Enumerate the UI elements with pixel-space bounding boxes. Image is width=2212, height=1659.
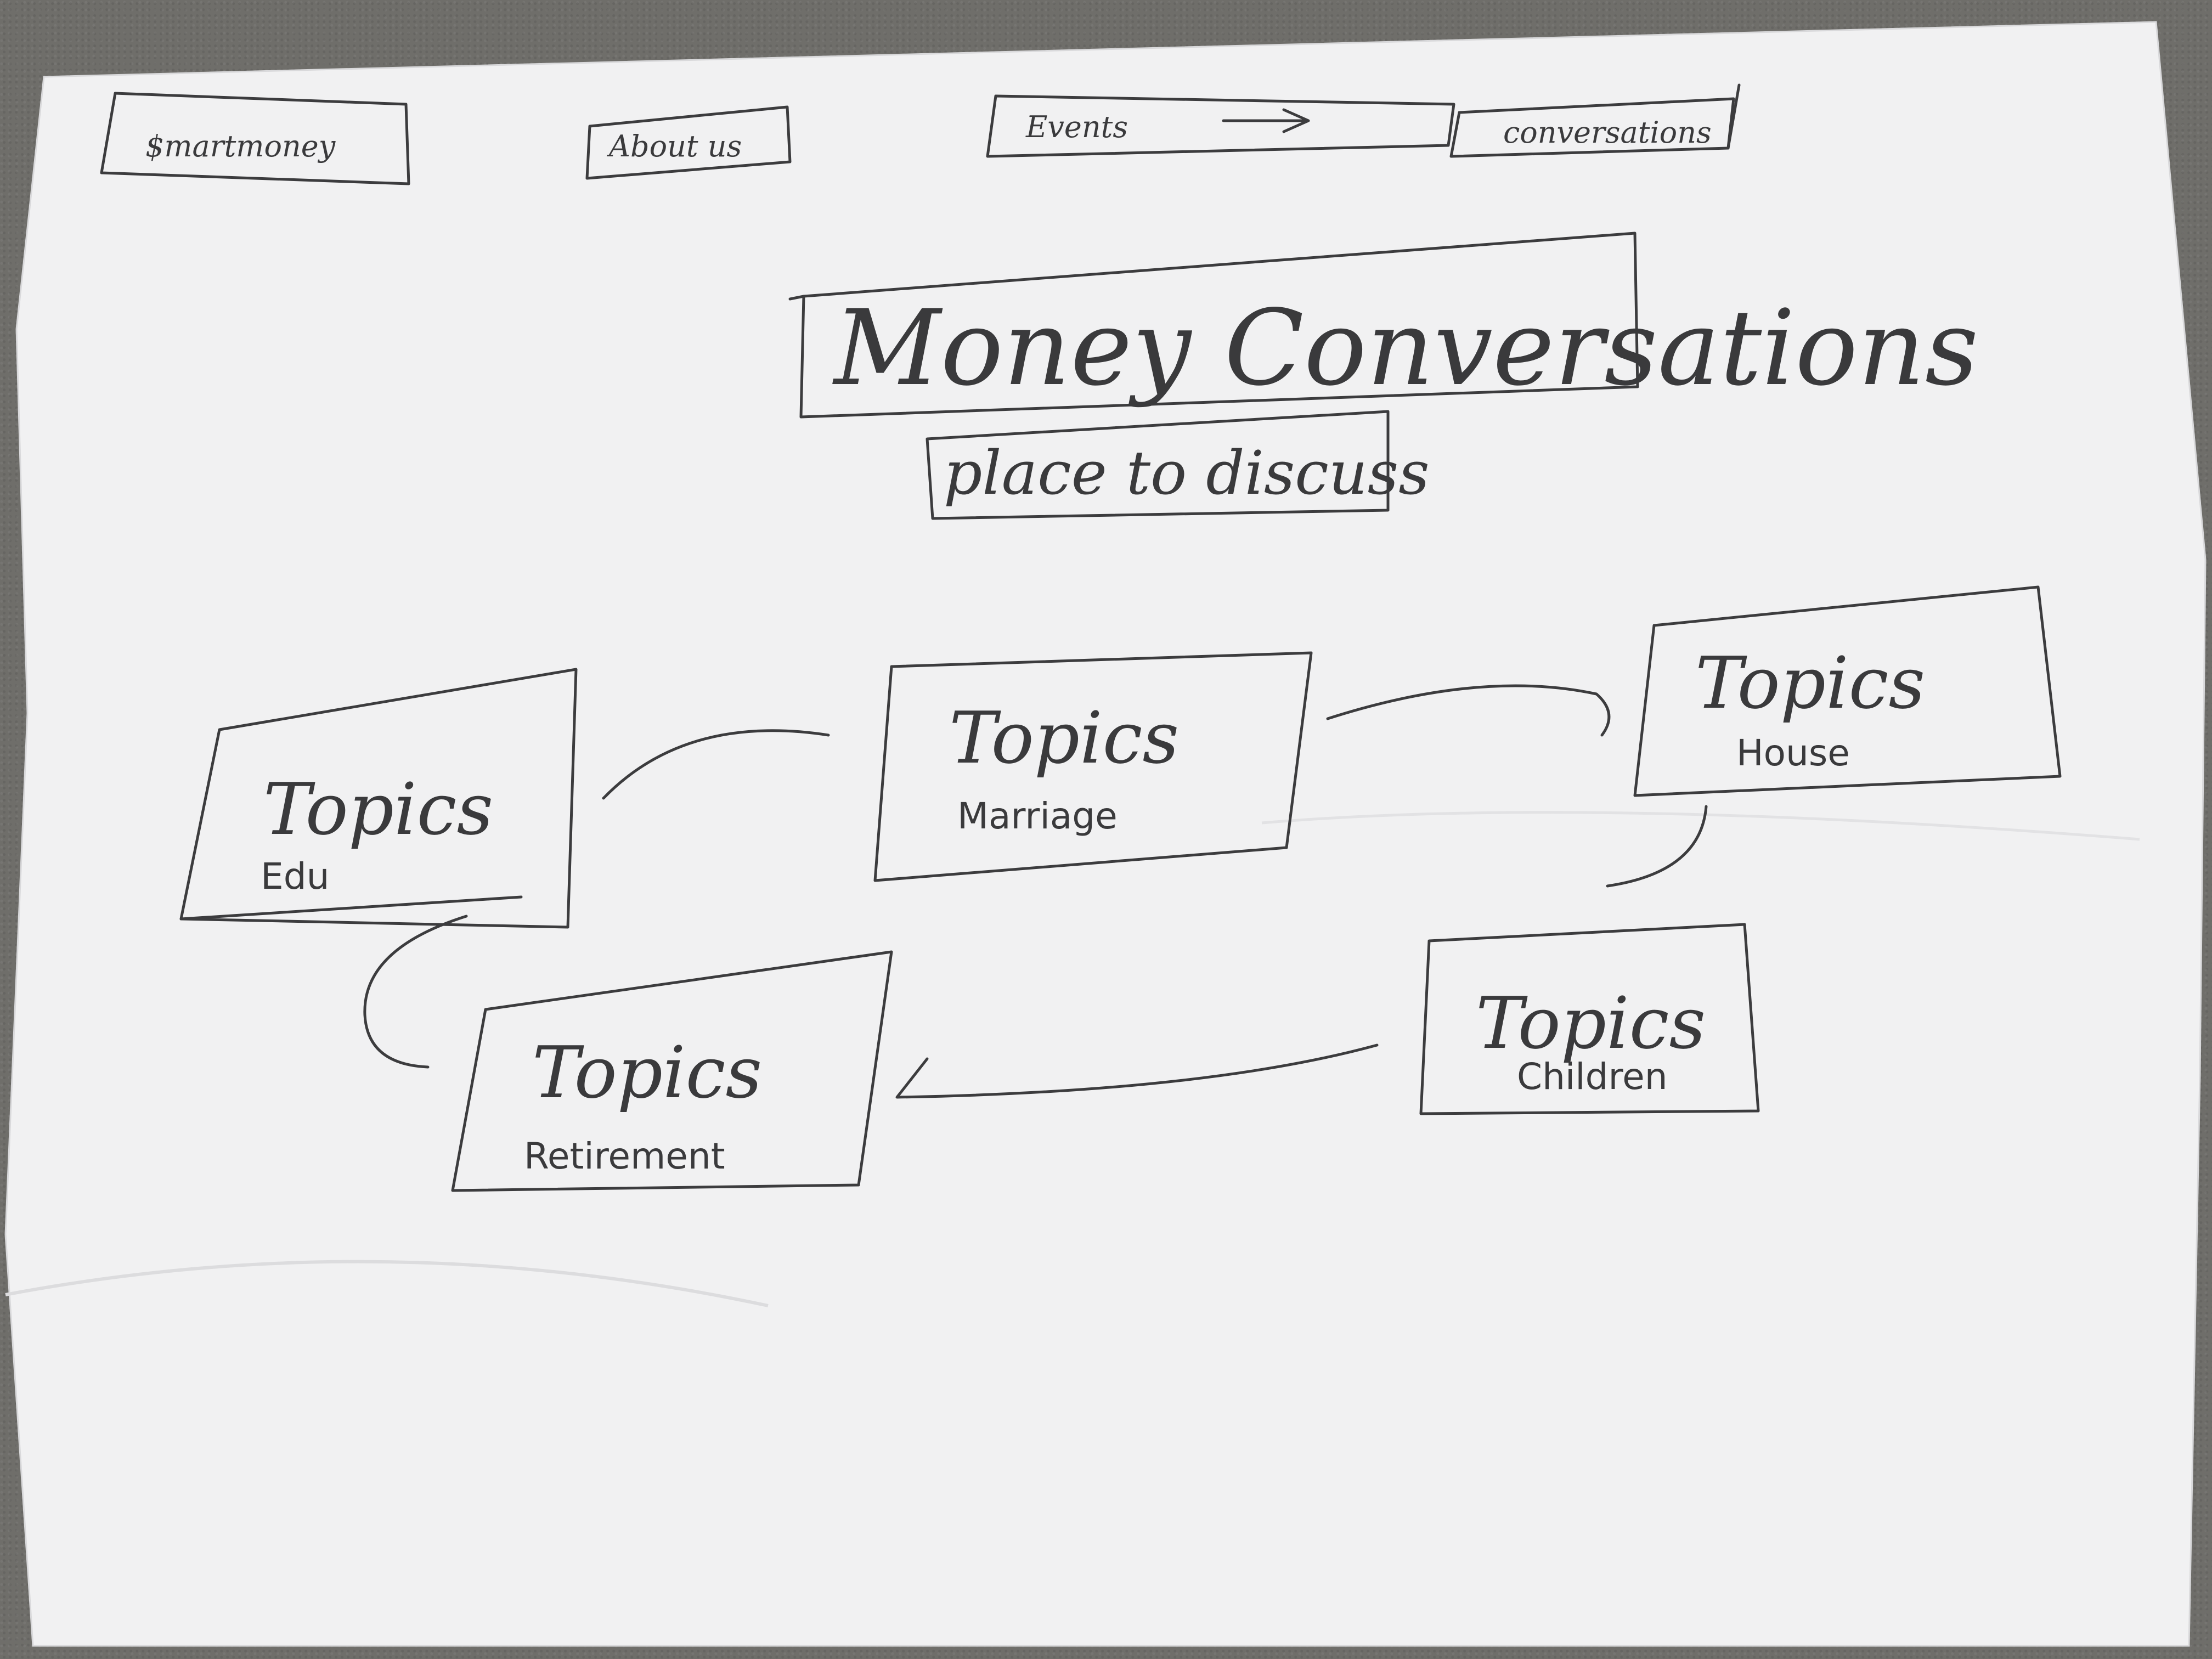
paper-crease bbox=[1261, 811, 2140, 841]
topic-heading: Topics bbox=[1695, 641, 1925, 725]
connector-edu-marriage bbox=[602, 729, 830, 800]
nav-item-about-us[interactable]: About us bbox=[585, 105, 792, 180]
hero-title-box: Money Conversations bbox=[788, 232, 1978, 419]
nav-item-conversations[interactable]: conversations bbox=[1449, 83, 1741, 158]
page-title: Money Conversations bbox=[832, 287, 1978, 409]
paper-sheet bbox=[4, 21, 2207, 1647]
nav-label: $martmoney bbox=[145, 129, 336, 163]
connector-edu-retirement bbox=[363, 915, 468, 1069]
subtitle-box: place to discuss bbox=[926, 410, 1430, 520]
nav-label: Events bbox=[1025, 110, 1128, 144]
topic-card-marriage[interactable]: Topics Marriage bbox=[873, 651, 1313, 882]
topic-label: House bbox=[1736, 732, 1850, 774]
topic-card-house[interactable]: Topics House bbox=[1633, 585, 2062, 797]
topic-card-edu[interactable]: Topics Edu bbox=[179, 668, 578, 929]
topic-heading: Topics bbox=[532, 1031, 762, 1114]
arrow-right-icon bbox=[1222, 108, 1310, 133]
topic-card-children[interactable]: Topics Children bbox=[1419, 923, 1760, 1115]
nav-item-events[interactable]: Events bbox=[986, 94, 1455, 158]
connector-house-children bbox=[1606, 805, 1708, 888]
paper-crease bbox=[5, 1260, 769, 1307]
topic-label: Retirement bbox=[524, 1135, 725, 1177]
nav-label: conversations bbox=[1503, 115, 1712, 150]
topic-heading: Topics bbox=[1476, 981, 1706, 1065]
nav-label: About us bbox=[606, 129, 742, 163]
nav-item-smartmoney[interactable]: $martmoney bbox=[100, 92, 410, 185]
connector-marriage-house bbox=[1326, 684, 1611, 737]
page-subtitle: place to discuss bbox=[944, 438, 1430, 508]
topic-heading: Topics bbox=[949, 696, 1179, 780]
topic-card-retirement[interactable]: Topics Retirement bbox=[451, 950, 893, 1192]
connector-children-retirement bbox=[895, 1043, 1379, 1099]
topic-heading: Topics bbox=[263, 768, 493, 851]
topic-label: Marriage bbox=[957, 795, 1118, 837]
topic-label: Children bbox=[1517, 1056, 1668, 1098]
topic-label: Edu bbox=[261, 855, 329, 898]
